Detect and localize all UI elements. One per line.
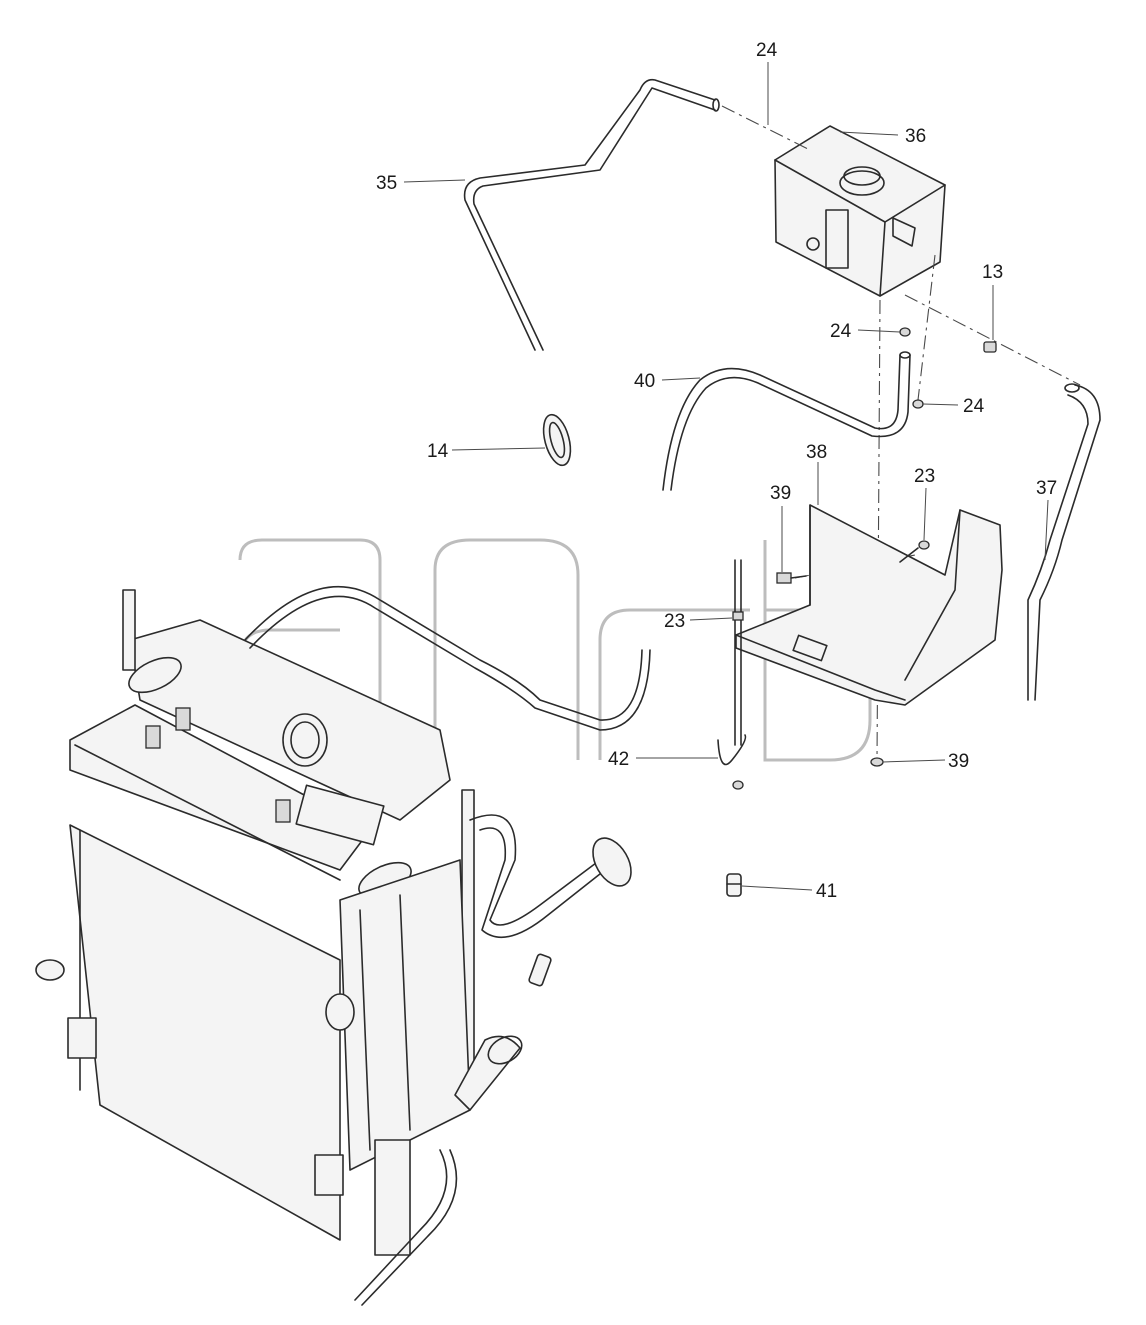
label-38: 38 <box>806 442 827 463</box>
label-42: 42 <box>608 749 629 770</box>
label-13: 13 <box>982 262 1003 283</box>
fitting-41 <box>726 873 742 897</box>
label-36: 36 <box>905 126 926 147</box>
label-39-left: 39 <box>770 483 791 504</box>
clamp-24-right <box>912 399 924 409</box>
centerline-tank-hose37 <box>904 294 1081 386</box>
clamp-24-mid <box>899 327 911 337</box>
label-40: 40 <box>634 371 655 392</box>
washer-23-right <box>899 540 930 563</box>
label-23-right: 23 <box>914 466 935 487</box>
centerline-tank-hose35 <box>721 105 811 151</box>
expansion-tank-36 <box>774 125 946 297</box>
hose-37 <box>1027 383 1101 701</box>
bolt-39-left <box>776 572 807 584</box>
label-24-right: 24 <box>963 396 985 417</box>
label-35: 35 <box>376 173 397 194</box>
clamp-14 <box>542 413 572 467</box>
clamp-13 <box>983 341 997 353</box>
nut-42 <box>732 780 744 790</box>
strap-42 <box>717 559 747 766</box>
label-23-mid: 23 <box>664 611 685 632</box>
centerline-tank-right <box>917 254 936 401</box>
radiator-assembly <box>35 585 651 1306</box>
label-14: 14 <box>427 441 449 462</box>
label-41: 41 <box>816 881 837 902</box>
bracket-38 <box>735 504 1003 706</box>
part-labels: 24 36 35 13 24 40 24 14 38 23 37 39 23 4… <box>376 40 1057 902</box>
leader-lines <box>403 62 1049 891</box>
label-37: 37 <box>1036 478 1057 499</box>
label-39-right: 39 <box>948 751 969 772</box>
label-24-top: 24 <box>756 40 778 61</box>
hose-35 <box>463 78 720 351</box>
hose-40 <box>662 351 911 491</box>
bolt-39-right <box>870 757 884 767</box>
label-24-mid: 24 <box>830 321 852 342</box>
